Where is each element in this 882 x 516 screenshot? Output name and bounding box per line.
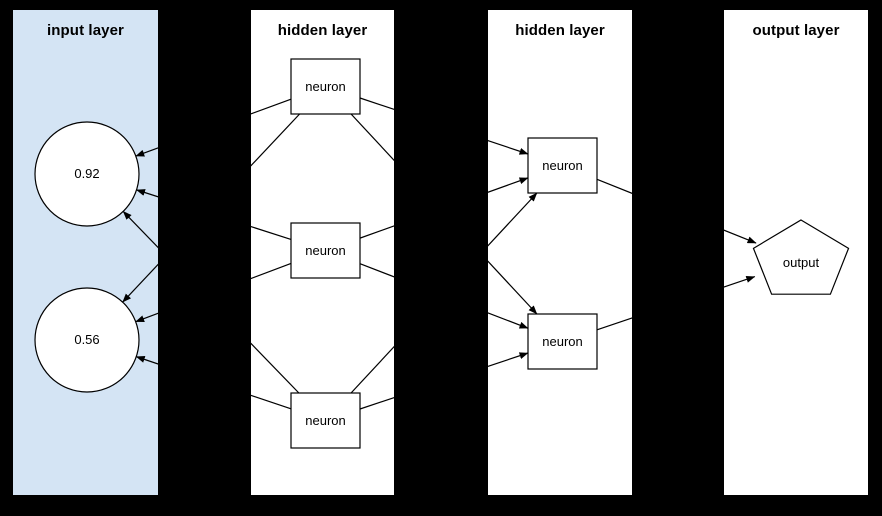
hidden2-neuron-1-label: neuron <box>542 157 583 173</box>
hidden1-neuron-1-label: neuron <box>305 78 346 94</box>
panel-hidden-layer-1-title: hidden layer <box>277 22 368 39</box>
input-node-1-label: 0.92 <box>74 166 100 181</box>
panel-output-layer-title: output layer <box>752 22 840 39</box>
hidden2-neuron-2-label: neuron <box>542 333 583 349</box>
hidden1-neuron-2-label: neuron <box>305 242 346 258</box>
panel-output-layer[interactable]: output layer <box>724 10 868 495</box>
panel-hidden-layer-2-title: hidden layer <box>515 22 605 39</box>
hidden1-neuron-3-label: neuron <box>305 412 346 428</box>
panel-input-layer-title: input layer <box>47 22 124 39</box>
output-node-label: output <box>782 255 820 270</box>
panel-input-layer[interactable]: input layer <box>13 10 158 495</box>
panel-hidden-layer-2[interactable]: hidden layer <box>488 10 632 495</box>
input-node-2-label: 0.56 <box>74 332 100 347</box>
